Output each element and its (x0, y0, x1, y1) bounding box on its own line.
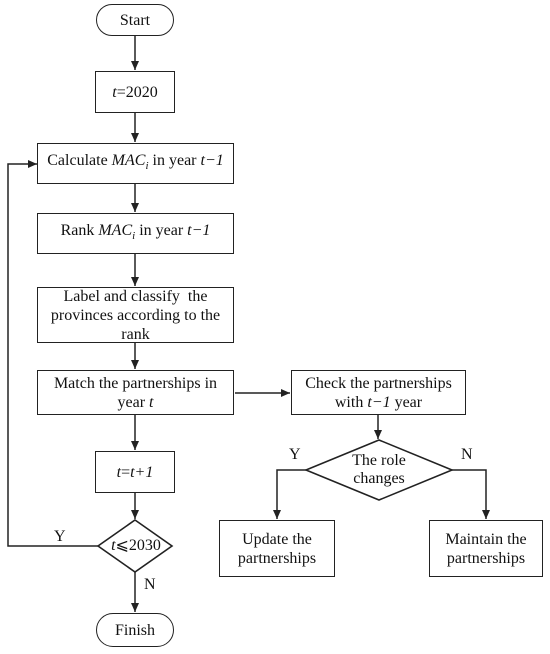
loop-rest: ⩽2030 (115, 537, 161, 554)
init-box: t=2020 (95, 71, 175, 113)
edge-loop-back (7, 160, 98, 547)
calc-text: Calculate MACi in year t−1 (47, 151, 224, 176)
edge-role-update (273, 469, 306, 519)
calc-sub: i (145, 160, 149, 173)
loop-decision-shape (96, 519, 174, 573)
loop-decision-text: t⩽2030 (100, 536, 172, 556)
init-text: t=2020 (112, 83, 157, 102)
match-pre2: year (117, 393, 150, 411)
edge-role-maintain (452, 469, 490, 519)
role-no-label: N (461, 446, 473, 463)
maintain-line2: partnerships (446, 549, 526, 567)
calc-box: Calculate MACi in year t−1 (37, 143, 234, 184)
loop-check-text: t⩽2030 (111, 537, 161, 555)
increment-v2: t+1 (130, 463, 154, 481)
maintain-line1: Maintain the (445, 530, 527, 548)
rank-text: Rank MACi in year t−1 (61, 221, 211, 246)
rank-sub: i (132, 230, 136, 243)
start-terminal: Start (96, 4, 174, 36)
check-pre2: with (334, 393, 368, 411)
start-label: Start (119, 11, 151, 29)
rank-var: MAC (98, 221, 133, 239)
match-var2: t (149, 393, 154, 411)
update-box: Update the partnerships (219, 520, 335, 577)
init-rest: =2020 (116, 83, 158, 101)
maintain-box: Maintain the partnerships (429, 520, 543, 577)
match-box: Match the partnerships in year t (37, 370, 234, 415)
rank-year: t−1 (187, 221, 211, 239)
finish-terminal: Finish (96, 613, 174, 647)
match-line2: year t (118, 393, 154, 412)
rank-box: Rank MACi in year t−1 (37, 213, 234, 254)
check-line1: Check the partnerships (305, 374, 452, 392)
role-decision-text: The role changes (320, 450, 438, 490)
calc-pre: Calculate (47, 151, 112, 169)
check-box: Check the partnerships with t−1 year (291, 370, 466, 415)
update-line2: partnerships (237, 549, 317, 567)
check-post2: year (390, 393, 423, 411)
rank-pre: Rank (60, 221, 99, 239)
label-line1: Label and classify the (63, 287, 208, 305)
calc-var: MAC (111, 151, 146, 169)
finish-label: Finish (114, 621, 155, 639)
update-line1: Update the (242, 530, 312, 548)
role-decision-shape (303, 439, 455, 501)
role-line2: changes (353, 470, 405, 487)
calc-year: t−1 (200, 151, 224, 169)
label-line2: provinces according to the rank (50, 306, 221, 343)
role-yes-label: Y (289, 446, 301, 463)
loop-var: t (111, 537, 116, 554)
role-line1: The role (352, 452, 406, 469)
rank-mid: in year (135, 221, 188, 239)
check-var2: t−1 (367, 393, 391, 411)
init-var: t (112, 83, 117, 101)
increment-v1: t (116, 463, 122, 481)
increment-eq: = (121, 463, 131, 481)
match-line1: Match the partnerships in (53, 374, 218, 392)
label-box: Label and classify the provinces accordi… (37, 287, 234, 343)
loop-no-label: N (144, 576, 156, 593)
increment-box: t=t+1 (95, 451, 175, 493)
check-line2: with t−1 year (335, 393, 422, 412)
increment-text: t=t+1 (117, 463, 154, 482)
calc-mid: in year (148, 151, 201, 169)
loop-yes-label: Y (54, 528, 66, 545)
